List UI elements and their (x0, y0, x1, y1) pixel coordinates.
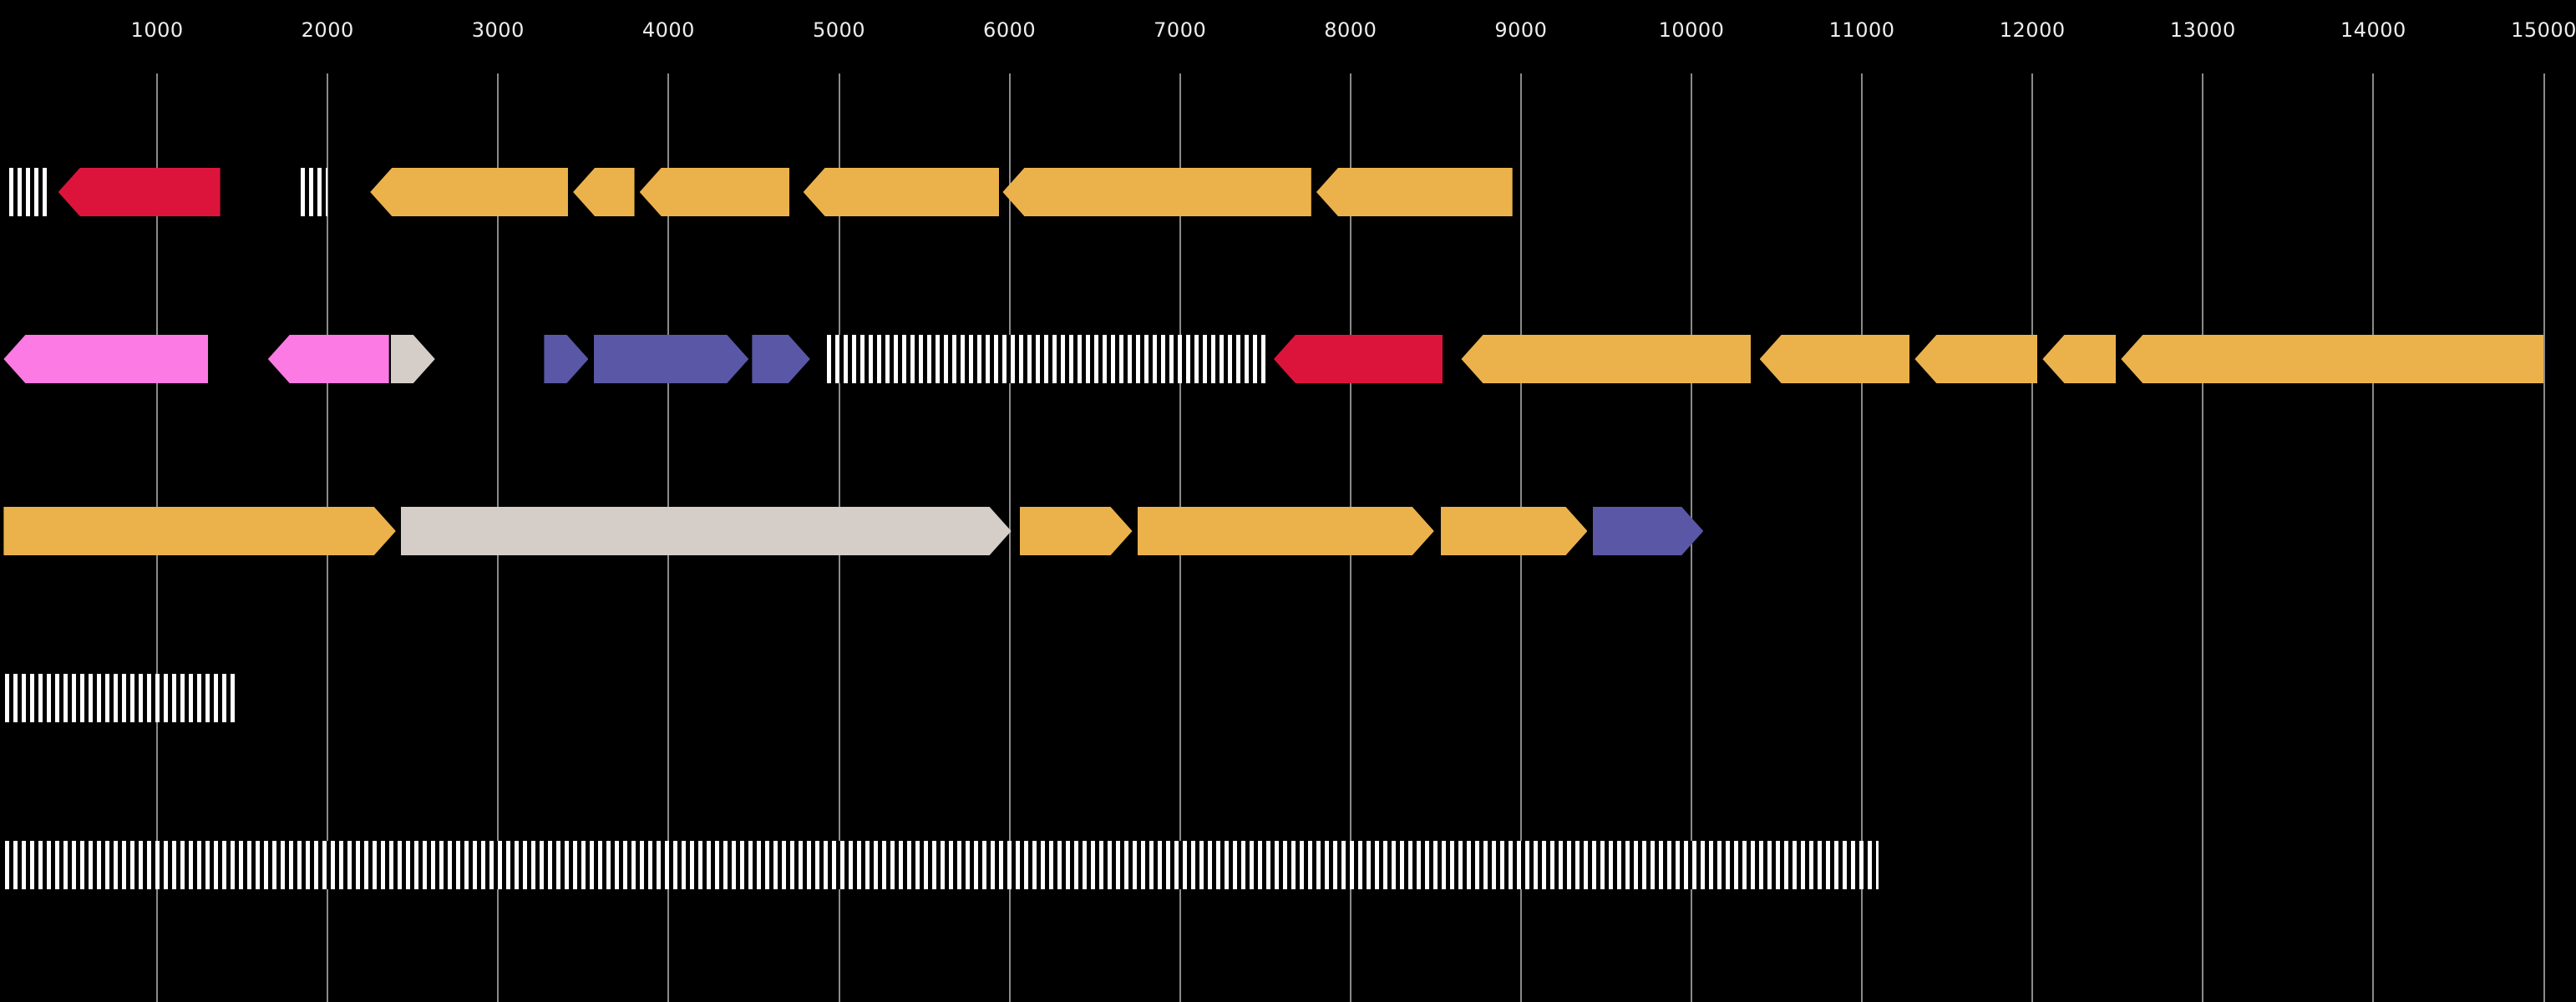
axis-gridline (2031, 73, 2034, 1002)
gene-arrow (1020, 507, 1133, 555)
gene-arrow (1759, 335, 1910, 383)
gene-arrow (3, 335, 209, 383)
gene-arrow (573, 168, 635, 216)
gene-arrow (1593, 507, 1704, 555)
hatched-feature (300, 168, 328, 216)
gene-arrow (803, 168, 1000, 216)
axis-tick-label: 11000 (1828, 18, 1895, 42)
axis-gridline (1861, 73, 1864, 1002)
axis-tick-label: 10000 (1658, 18, 1725, 42)
axis-gridline (1008, 73, 1011, 1002)
hatched-feature (5, 841, 1879, 889)
axis-tick-label: 13000 (2169, 18, 2236, 42)
gene-arrow (1461, 335, 1752, 383)
gene-arrow (544, 335, 588, 383)
axis-gridline (2543, 73, 2545, 1002)
gene-arrow (401, 507, 1012, 555)
axis-tick-label: 5000 (812, 18, 866, 42)
gene-arrow (2042, 335, 2117, 383)
gene-arrow (3, 507, 395, 555)
gene-arrow (2121, 335, 2544, 383)
gene-arrow (267, 335, 389, 383)
axis-tick-label: 14000 (2340, 18, 2406, 42)
hatched-feature (5, 674, 237, 722)
axis-tick-label: 6000 (983, 18, 1037, 42)
gene-arrow (1441, 507, 1588, 555)
gene-arrow (1316, 168, 1513, 216)
gene-arrow (1002, 168, 1311, 216)
gene-arrow (639, 168, 790, 216)
axis-tick-label: 15000 (2511, 18, 2576, 42)
axis-tick-label: 1000 (130, 18, 184, 42)
axis-tick-label: 7000 (1154, 18, 1207, 42)
gene-arrow (370, 168, 568, 216)
axis-gridline (2202, 73, 2204, 1002)
gene-arrow (1138, 507, 1434, 555)
gene-arrow (594, 335, 749, 383)
axis-tick-label: 12000 (1999, 18, 2066, 42)
gene-arrow (391, 335, 435, 383)
gene-arrow (58, 168, 221, 216)
axis-tick-label: 9000 (1494, 18, 1548, 42)
axis-gridline (2372, 73, 2375, 1002)
axis-tick-label: 4000 (641, 18, 695, 42)
hatched-feature (8, 168, 50, 216)
axis-tick-label: 3000 (471, 18, 525, 42)
gene-arrow (1273, 335, 1443, 383)
axis-tick-label: 2000 (301, 18, 354, 42)
gene-arrow (1914, 335, 2038, 383)
axis-tick-label: 8000 (1324, 18, 1377, 42)
hatched-feature (827, 335, 1267, 383)
gene-arrow (752, 335, 809, 383)
